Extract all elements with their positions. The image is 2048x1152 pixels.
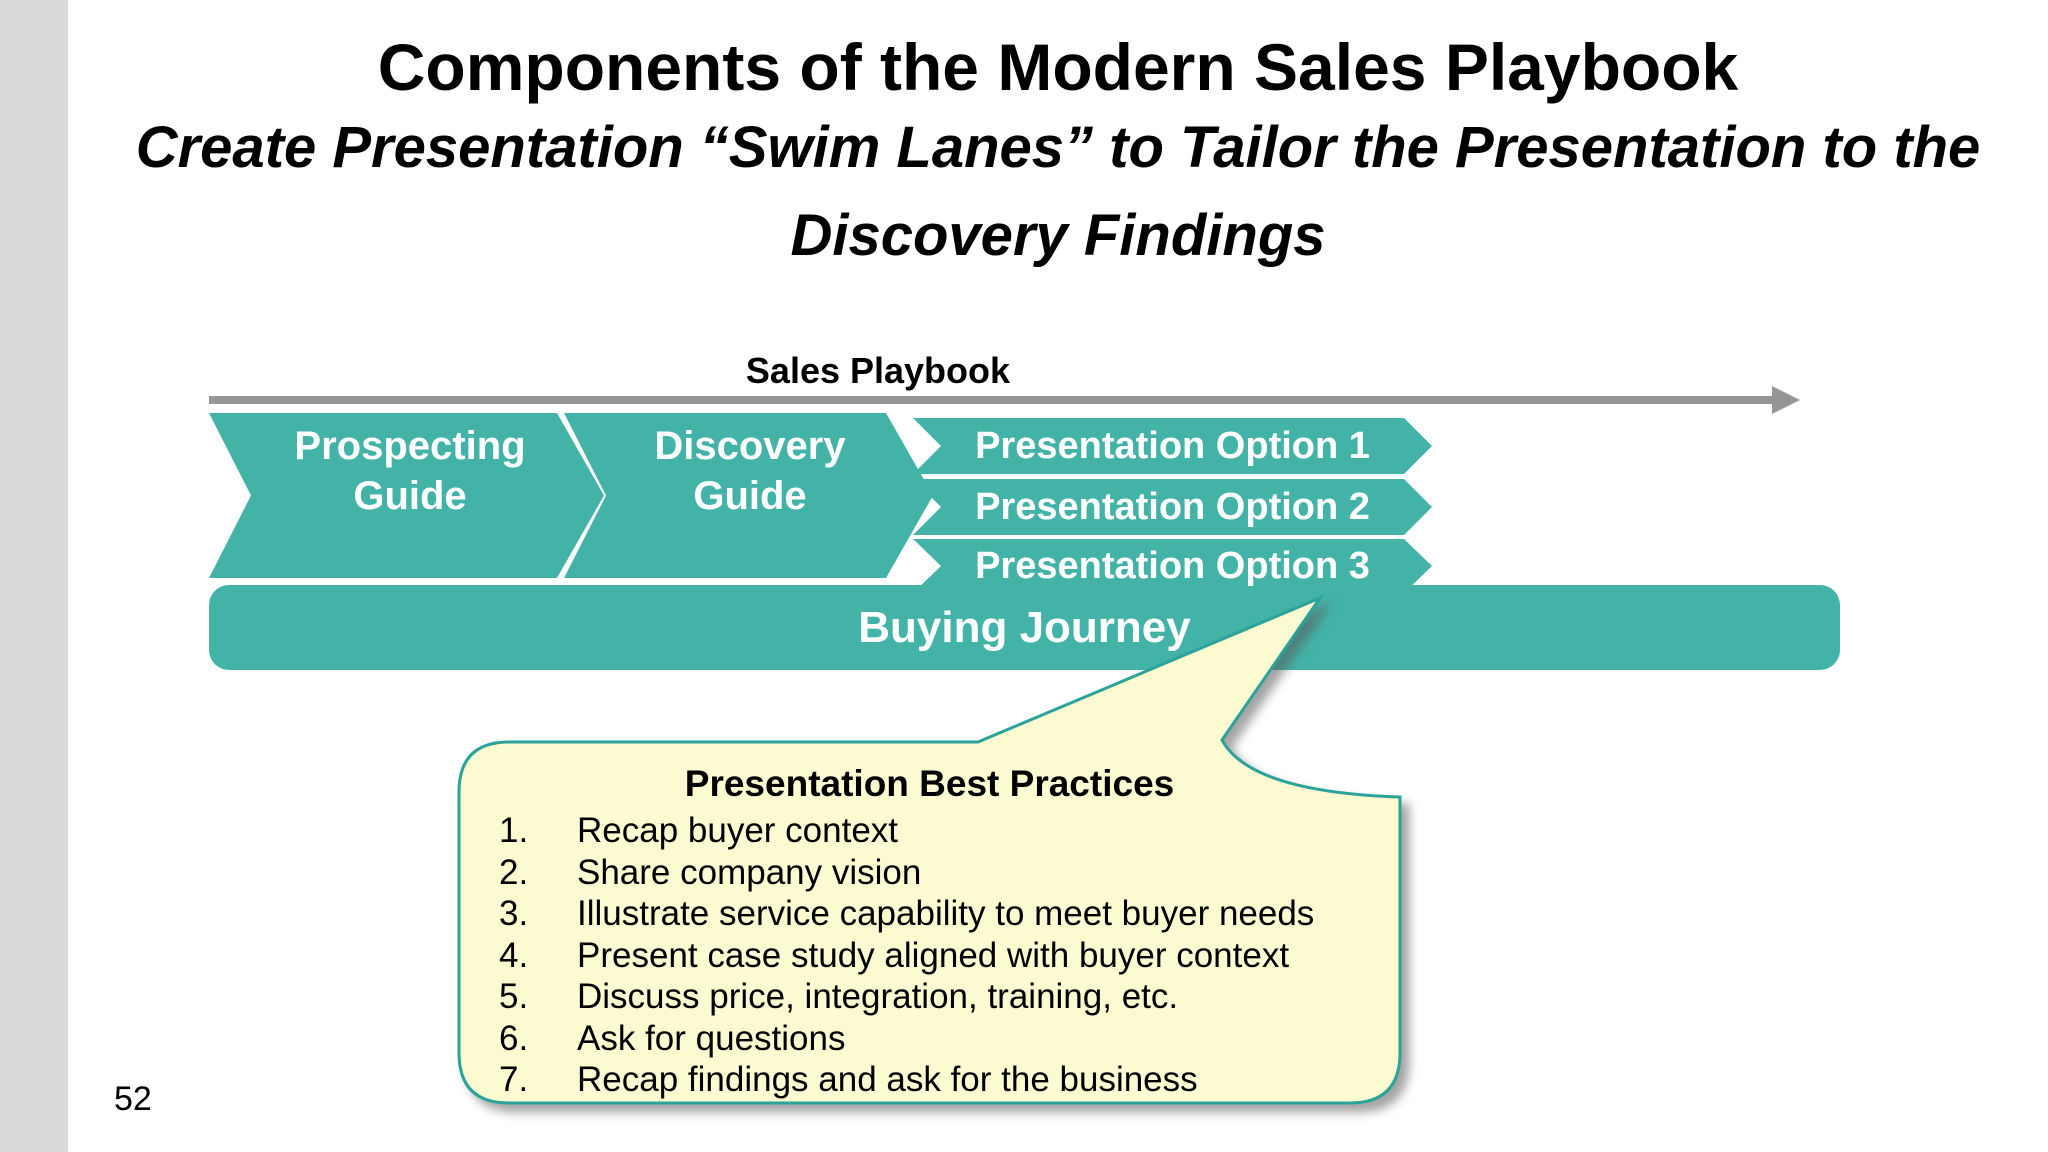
list-item-number: 1. <box>499 811 529 850</box>
list-item: 6. Ask for questions <box>459 1018 1400 1060</box>
page-subtitle-line1: Create Presentation “Swim Lanes” to Tail… <box>135 115 1981 180</box>
timeline-arrowhead-icon <box>1772 386 1800 414</box>
list-item-number: 3. <box>499 894 529 933</box>
list-item-text: Recap buyer context <box>577 811 899 850</box>
list-item: 3. Illustrate service capability to meet… <box>459 893 1400 935</box>
callout-best-practices-list: 1. Recap buyer context 2. Share company … <box>459 810 1400 1101</box>
slide-left-margin-strip <box>0 0 68 1152</box>
page-subtitle-line2: Discovery Findings <box>790 203 1326 268</box>
list-item-number: 7. <box>499 1060 529 1099</box>
list-item-text: Recap findings and ask for the business <box>577 1060 1198 1099</box>
page-number: 52 <box>114 1080 152 1118</box>
option-chevron-2 <box>913 479 1432 535</box>
list-item-text: Present case study aligned with buyer co… <box>577 935 1290 975</box>
stage-label-discovery-guide: Discovery Guide <box>654 424 846 518</box>
callout-title: Presentation Best Practices <box>684 763 1175 804</box>
flow-label: Sales Playbook <box>745 350 1011 391</box>
option-chevron-1 <box>913 418 1432 474</box>
list-item: 5. Discuss price, integration, training,… <box>459 976 1400 1018</box>
buying-journey-label: Buying Journey <box>858 603 1191 652</box>
option-label-3: Presentation Option 3 <box>975 545 1370 587</box>
list-item: 1. Recap buyer context <box>459 810 1400 852</box>
list-item-text: Illustrate service capability to meet bu… <box>577 894 1315 933</box>
option-label-2: Presentation Option 2 <box>975 486 1370 528</box>
list-item-text: Share company vision <box>577 852 922 892</box>
timeline-arrow-line <box>209 396 1772 404</box>
list-item: 7. Recap findings and ask for the busine… <box>459 1059 1400 1101</box>
list-item-text: Discuss price, integration, training, et… <box>577 977 1179 1016</box>
option-label-1: Presentation Option 1 <box>975 425 1370 467</box>
list-item-number: 2. <box>499 852 529 892</box>
stage-chevron-discovery <box>564 413 933 578</box>
stage-chevron-prospecting <box>209 413 604 578</box>
list-item: 2. Share company vision <box>459 852 1400 894</box>
list-item-text: Ask for questions <box>577 1018 846 1058</box>
list-item-number: 6. <box>499 1018 529 1058</box>
page-title: Components of the Modern Sales Playbook <box>377 30 1739 104</box>
option-chevron-3 <box>913 539 1432 593</box>
stage-label-prospecting-guide: Prospecting Guide <box>294 424 526 518</box>
buying-journey-bar <box>209 585 1840 670</box>
callout-bubble <box>457 594 1402 1105</box>
list-item: 4. Present case study aligned with buyer… <box>459 935 1400 977</box>
list-item-number: 5. <box>499 977 529 1016</box>
list-item-number: 4. <box>499 935 529 975</box>
